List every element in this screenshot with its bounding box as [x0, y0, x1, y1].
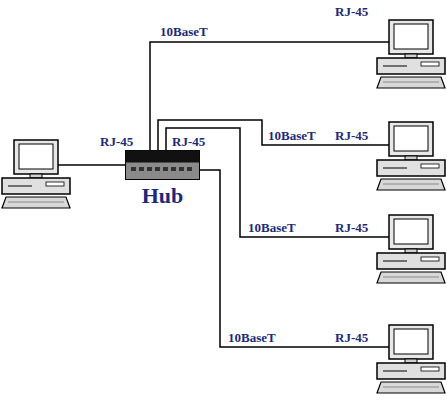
hub-label: Hub — [142, 184, 184, 208]
hub-box: Hub — [125, 150, 200, 180]
cable-label: 10BaseT — [160, 24, 208, 39]
computer-icon — [377, 20, 445, 88]
hub-shape — [125, 150, 200, 180]
cable-label: RJ-45 — [100, 134, 133, 149]
cable-label: RJ-45 — [172, 134, 205, 149]
cable-label: 10BaseT — [228, 330, 276, 345]
cable-label: RJ-45 — [335, 220, 368, 235]
cable-label: RJ-45 — [335, 330, 368, 345]
cable-label: RJ-45 — [335, 128, 368, 143]
cable-label: RJ-45 — [335, 4, 368, 19]
cable-label: 10BaseT — [248, 220, 296, 235]
computer-icon — [2, 140, 70, 208]
cable-lines — [58, 42, 389, 347]
cable-label: 10BaseT — [268, 128, 316, 143]
computer-icon — [377, 122, 445, 190]
computer-icon — [377, 215, 445, 283]
computer-icon — [377, 325, 445, 393]
